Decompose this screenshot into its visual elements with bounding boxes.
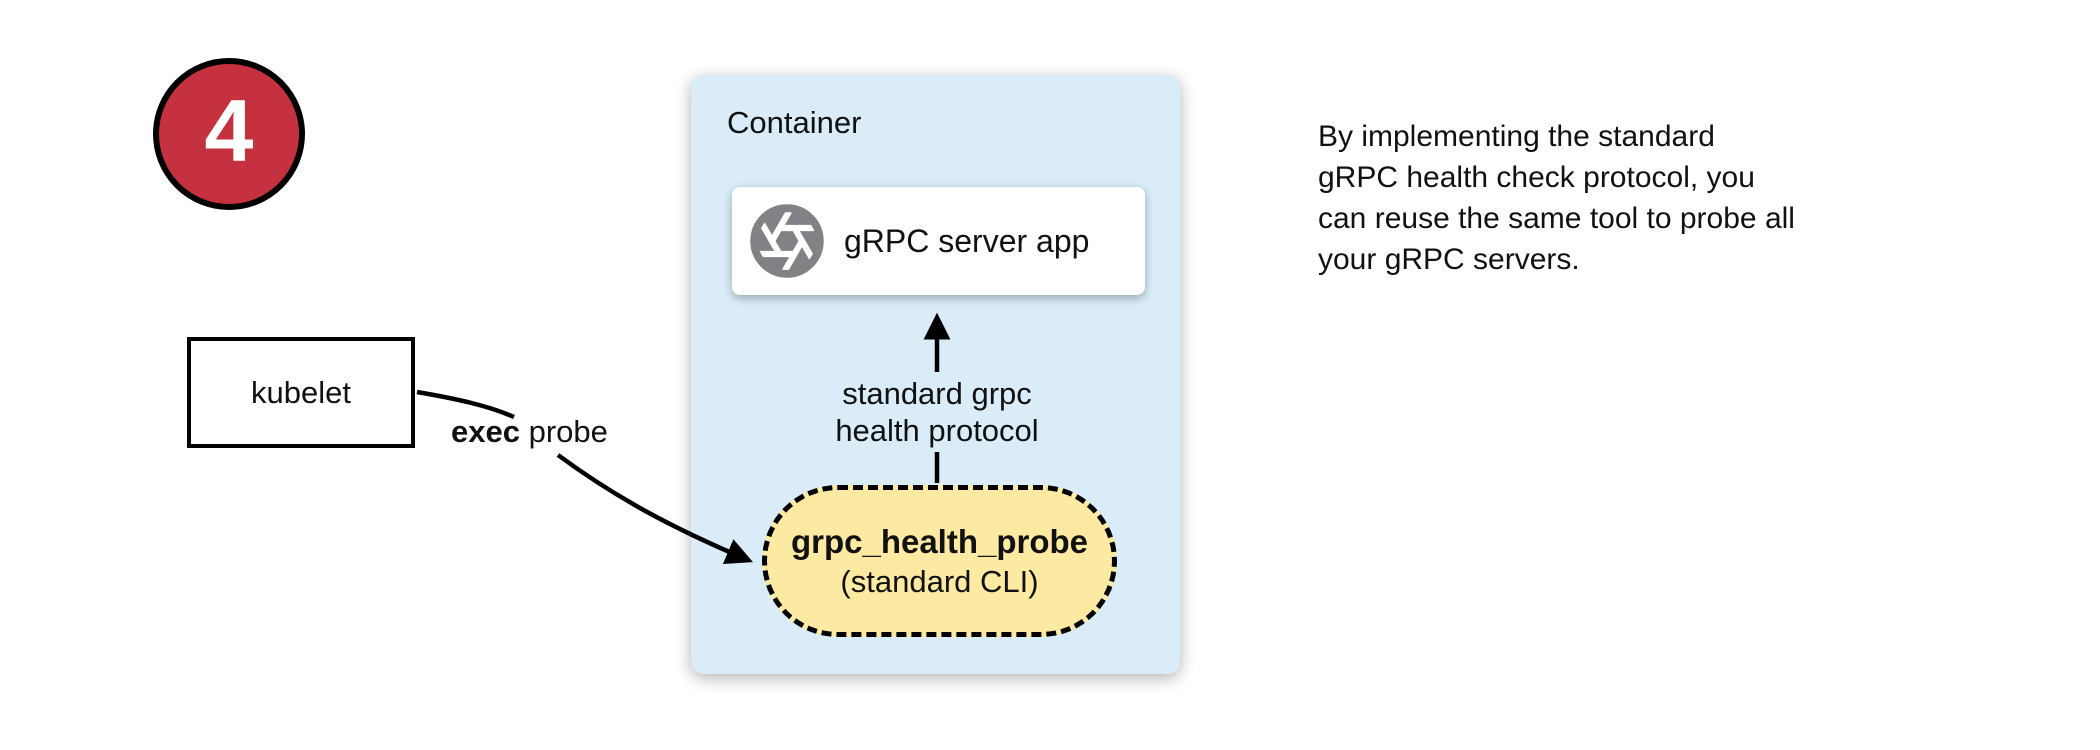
- exec-probe-label-rest: probe: [519, 414, 608, 449]
- health-protocol-arrow-label: standard grpc health protocol: [835, 376, 1039, 448]
- side-note: By implementing the standard gRPC health…: [1318, 120, 1795, 276]
- exec-probe-label: exec probe: [451, 414, 608, 450]
- exec-probe-label-bold: exec: [451, 414, 520, 449]
- container-group: Container gRPC server app standard grpc …: [691, 75, 1180, 674]
- grpc-health-probe-name: grpc_health_probe: [790, 523, 1089, 560]
- kubelet-node: kubelet: [187, 337, 415, 448]
- kubelet-label: kubelet: [251, 374, 351, 410]
- container-title: Container: [727, 105, 862, 140]
- grpc-health-probe-subtitle: (standard CLI): [840, 564, 1039, 599]
- grpc-health-probe-node: grpc_health_probe (standard CLI): [762, 485, 1117, 637]
- aperture-icon: [750, 204, 824, 278]
- grpc-server-app-node: gRPC server app: [732, 187, 1145, 295]
- grpc-server-app-label: gRPC server app: [844, 222, 1090, 259]
- step-number-badge: 4: [153, 58, 305, 210]
- step-number: 4: [204, 81, 254, 180]
